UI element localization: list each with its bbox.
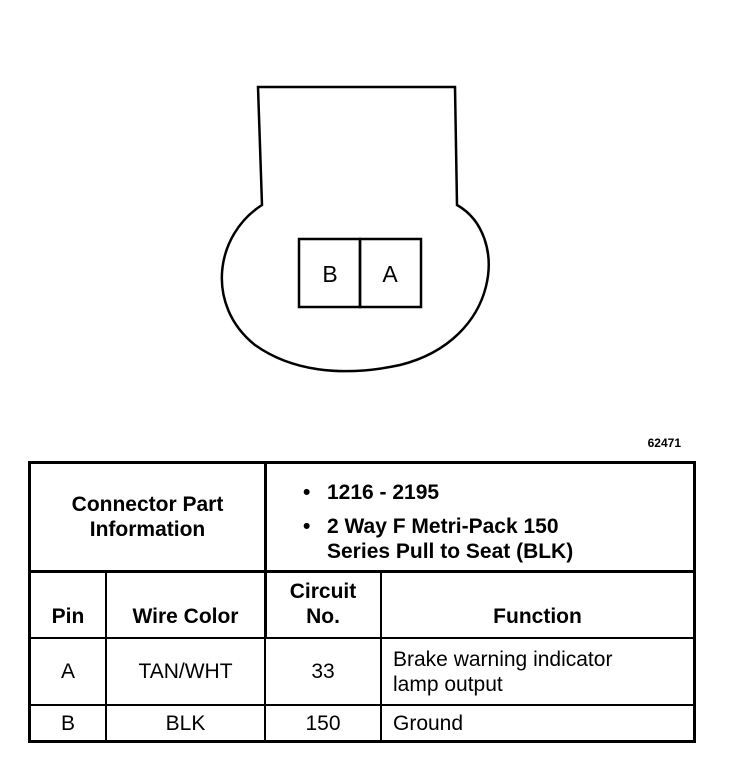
part-info-title: Connector Part Information [31, 464, 264, 570]
part-info-title-line1: Connector Part [71, 493, 224, 516]
rule-columns-bottom [31, 637, 693, 639]
row-a-circuit: 33 [311, 660, 335, 683]
figure-number: 62471 [647, 436, 681, 450]
row-b-function: Ground [393, 706, 693, 740]
header-circuit-line2: No. [306, 605, 340, 628]
row-a-pin: A [60, 660, 75, 683]
row-a-function: Brake warning indicator lamp output [393, 639, 693, 704]
rule-circuit-divider [380, 572, 382, 740]
part-number: 1216 - 2195 [327, 481, 440, 504]
rule-wire-divider [264, 572, 266, 740]
bullet-icon: • [303, 515, 311, 538]
pin-label-b: B [322, 261, 337, 287]
connector-table: Connector Part Information • 1216 - 2195… [28, 461, 696, 743]
bullet-icon: • [303, 481, 311, 504]
pin-cavity-a [358, 237, 423, 309]
row-b-wire-color: BLK [165, 711, 206, 735]
row-b-function-line1: Ground [393, 711, 464, 735]
rule-row-a-bottom [31, 704, 693, 706]
bullet-description: • 2 Way F Metri-Pack 150 Series Pull to … [303, 514, 693, 564]
row-a-function-line1: Brake warning indicator [393, 647, 613, 671]
part-info-title-line2: Information [89, 518, 206, 541]
row-b-pin: B [60, 711, 75, 735]
connector-diagram: B A [220, 85, 490, 373]
pin-label-a: A [382, 261, 398, 287]
header-function: Function [382, 573, 693, 637]
connector-outline [220, 85, 490, 373]
header-pin-label: Pin [51, 605, 85, 628]
row-a-function-line2: lamp output [393, 672, 503, 696]
header-function-label: Function [493, 605, 582, 628]
header-circuit-line1: Circuit [289, 580, 357, 603]
rule-info-divider [264, 464, 267, 639]
description-line1: 2 Way F Metri-Pack 150 [327, 515, 559, 538]
part-info-bullets: • 1216 - 2195 • 2 Way F Metri-Pack 150 S… [303, 480, 693, 570]
row-a-wire-color: TAN/WHT [138, 660, 233, 683]
header-circuit: Circuit No. [266, 573, 380, 637]
rule-header-bottom [31, 570, 693, 573]
header-wire-color-label: Wire Color [132, 605, 239, 628]
row-b-circuit: 150 [305, 711, 341, 735]
bullet-part-number: • 1216 - 2195 [303, 480, 693, 505]
header-pin: Pin [31, 573, 105, 637]
rule-pin-divider [105, 572, 107, 740]
header-wire-color: Wire Color [107, 573, 264, 637]
description-line2: Series Pull to Seat (BLK) [327, 540, 574, 563]
